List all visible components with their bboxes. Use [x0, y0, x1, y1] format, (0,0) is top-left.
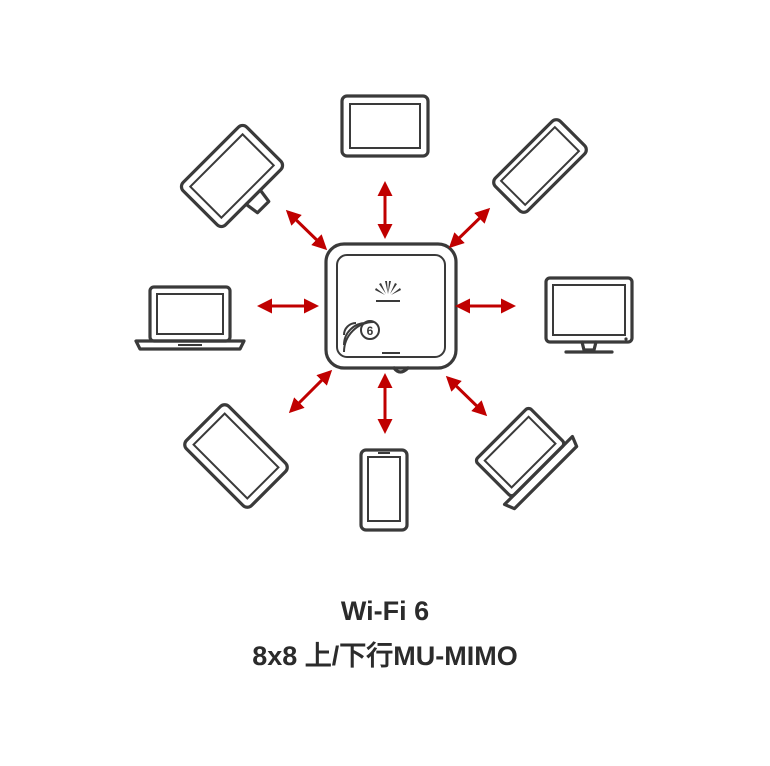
huawei-logo-icon: [375, 281, 401, 302]
link-arrow-bottom-right: [445, 375, 488, 417]
link-arrow-bottom-left: [288, 369, 333, 414]
tablet-icon: [183, 403, 289, 509]
link-arrow-top-left: [285, 209, 328, 251]
caption-title: Wi-Fi 6: [340, 596, 430, 626]
laptop-icon: [134, 285, 246, 351]
link-arrow-top-right: [448, 207, 491, 249]
smartphone-icon: [359, 448, 409, 532]
caption-subtitle: 8x8 上/下行MU-MIMO: [252, 641, 518, 671]
wifi6-badge-icon: 6: [343, 320, 400, 354]
laptop-icon: [474, 406, 579, 511]
smartphone-icon: [492, 118, 588, 214]
svg-text:6: 6: [367, 324, 374, 338]
monitor-icon: [544, 276, 634, 354]
access-point-icon: 6: [324, 242, 458, 374]
tablet-icon: [340, 94, 430, 158]
tablet-with-stand-icon: [179, 123, 285, 229]
